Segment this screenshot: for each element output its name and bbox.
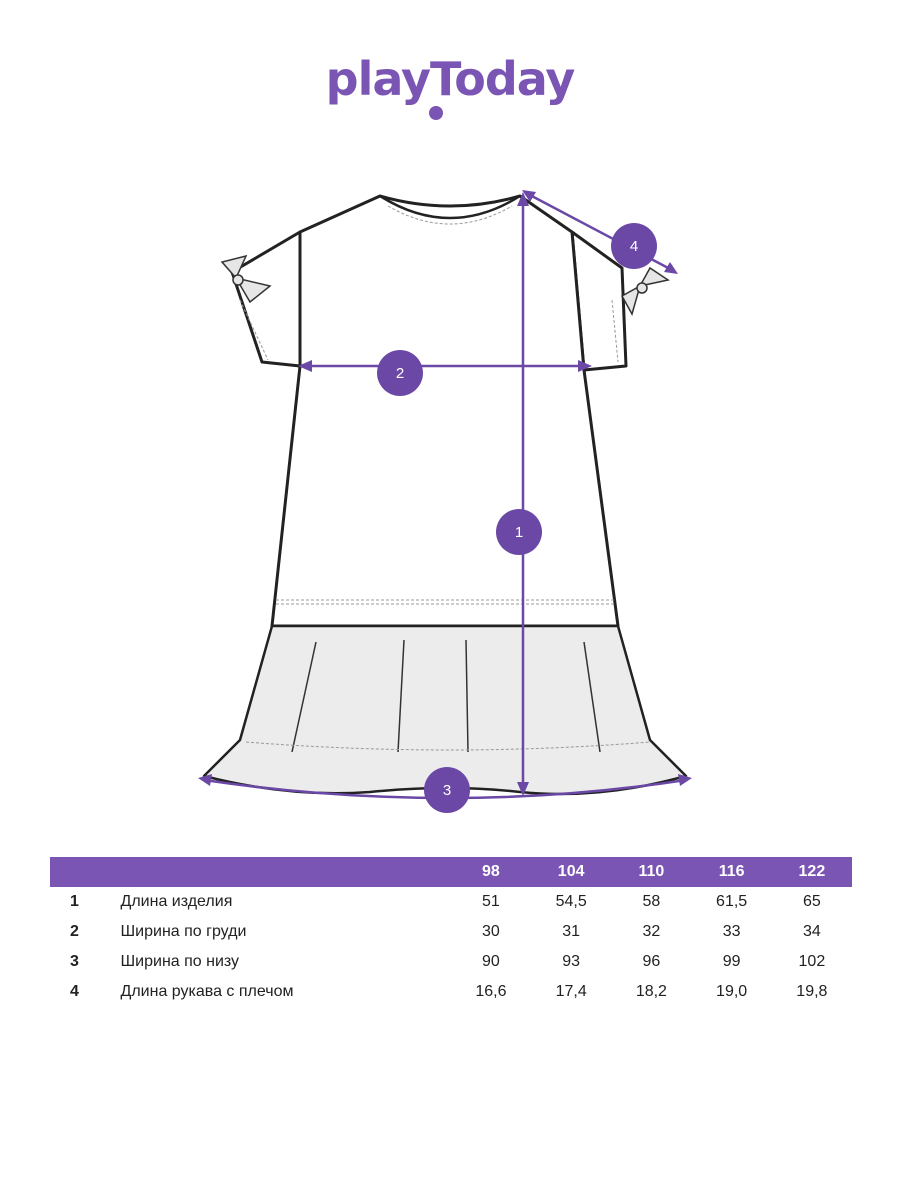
measure-value: 51: [482, 893, 500, 910]
right-bow: [620, 266, 670, 316]
measure-value: 65: [802, 893, 821, 910]
size-header: 116: [718, 863, 745, 880]
row-number: 4: [70, 983, 79, 1000]
marker-4: 4: [611, 223, 657, 269]
measure-name: Ширина по низу: [120, 953, 240, 970]
measure-value: 32: [642, 923, 661, 940]
measure-value: 99: [722, 953, 741, 970]
measure-value: 17,4: [555, 983, 587, 1000]
measure-value: 58: [642, 893, 661, 910]
marker-1-label: 1: [515, 524, 523, 541]
measure-name: Ширина по груди: [120, 923, 247, 940]
header-blank: [121, 857, 451, 887]
marker-4-label: 4: [630, 238, 638, 255]
brand-logo: playToday: [325, 52, 576, 106]
size-header: 110: [638, 863, 665, 880]
garment-diagram: 1 2 3 4: [198, 190, 692, 813]
measure-value: 19,0: [716, 983, 748, 1000]
measure-value: 31: [562, 923, 581, 940]
measure-value: 19,8: [796, 983, 828, 1000]
measure-value: 16,6: [475, 983, 507, 1000]
row-number: 3: [70, 953, 79, 970]
size-header-row: 98 104 110 116 122: [50, 857, 852, 887]
size-header: 98: [482, 863, 500, 880]
measure-value: 96: [642, 953, 661, 970]
dress-body: [270, 194, 620, 628]
marker-2-label: 2: [396, 365, 404, 382]
measure-value: 30: [482, 923, 500, 940]
logo-dot: [429, 106, 443, 120]
row-number: 2: [70, 923, 79, 940]
collar: [379, 194, 521, 220]
measure-value: 34: [802, 923, 821, 940]
measure-value: 54,5: [555, 893, 587, 910]
marker-1: 1: [496, 509, 542, 555]
measure-value: 102: [798, 953, 826, 970]
marker-3-label: 3: [443, 782, 451, 799]
row-number: 1: [70, 893, 79, 910]
measure-value: 61,5: [716, 893, 748, 910]
left-bow: [220, 254, 272, 304]
measure-value: 33: [722, 923, 741, 940]
marker-3: 3: [424, 767, 470, 813]
header-blank: [50, 857, 121, 887]
measure-value: 18,2: [635, 983, 667, 1000]
measure-name: Длина изделия: [120, 893, 233, 910]
table-row: 3 Ширина по низу 90 93 96 99 102: [50, 947, 852, 977]
measure-value: 93: [562, 953, 581, 970]
left-sleeve: [230, 230, 302, 368]
measure-name: Длина рукава с плечом: [120, 983, 294, 1000]
size-header: 122: [798, 863, 826, 880]
table-row: 2 Ширина по груди 30 31 32 33 34: [50, 917, 852, 947]
table-row: 4 Длина рукава с плечом 16,6 17,4 18,2 1…: [50, 977, 852, 1007]
marker-2: 2: [377, 350, 423, 396]
size-table: 98 104 110 116 122 1 Длина изделия 51 54…: [50, 857, 852, 1007]
size-header: 104: [557, 863, 585, 880]
measure-value: 90: [482, 953, 500, 970]
table-row: 1 Длина изделия 51 54,5 58 61,5 65: [50, 887, 852, 917]
